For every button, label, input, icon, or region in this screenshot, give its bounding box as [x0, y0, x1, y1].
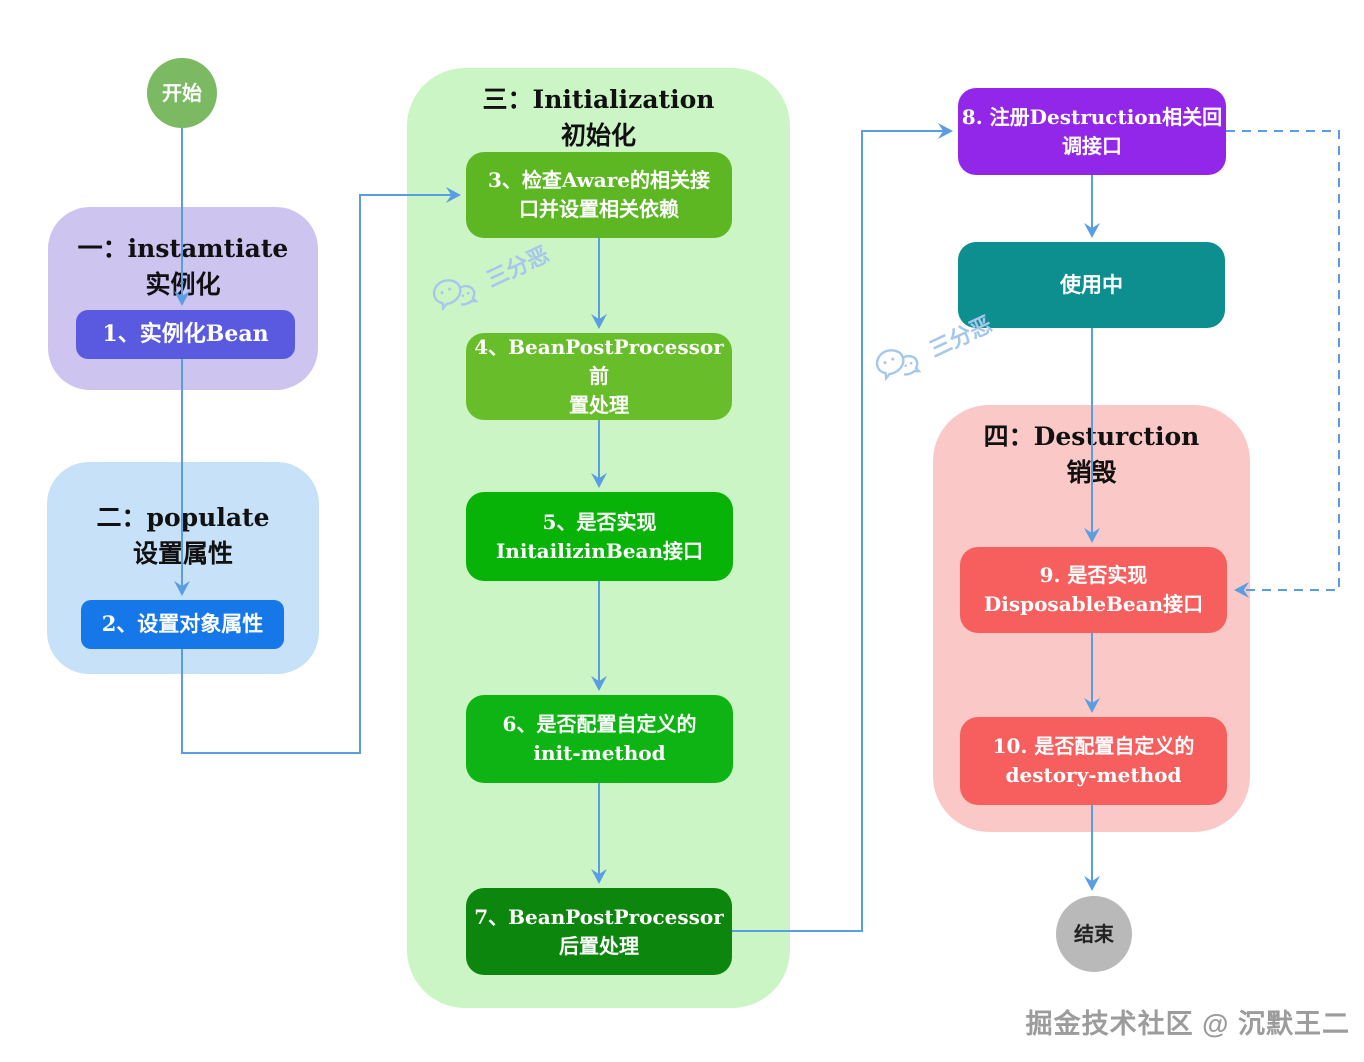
step7-beanpostprocessor-after: 7、BeanPostProcessor 后置处理 [466, 888, 732, 975]
step10-custom-destroy-method: 10. 是否配置自定义的 destory-method [960, 717, 1227, 805]
phase-instantiate-title: 一：instamtiate 实例化 [77, 234, 289, 299]
wechat-icon [875, 349, 922, 382]
in-use-node: 使用中 [958, 242, 1225, 328]
phase-destruction-title: 四：Desturction 销毁 [983, 422, 1200, 487]
step2-set-properties: 2、设置对象属性 [81, 600, 284, 649]
end-node: 结束 [1056, 896, 1132, 972]
watermark-text: 三分恶 [925, 311, 997, 363]
step1-instantiate-bean: 1、实例化Bean [76, 310, 295, 359]
step9-disposablebean-interface: 9. 是否实现 DisposableBean接口 [960, 547, 1227, 633]
step4-beanpostprocessor-before: 4、BeanPostProcessor 前 置处理 [466, 333, 732, 420]
step8-register-destruction-callback: 8. 注册Destruction相关回 调接口 [958, 88, 1226, 175]
watermark-1: 三分恶 [426, 233, 555, 322]
step3-check-aware: 3、检查Aware的相关接 口并设置相关依赖 [466, 152, 732, 238]
wechat-icon [432, 279, 479, 312]
phase-populate-title: 二：populate 设置属性 [96, 503, 270, 568]
phase-instantiate-container: 一：instamtiate 实例化 [48, 207, 318, 390]
step6-custom-init-method: 6、是否配置自定义的 init-method [466, 695, 733, 783]
phase-initialization-title: 三：Initialization 初始化 [482, 85, 715, 150]
credit-text: 掘金技术社区 @ 沉默王二 [1025, 1009, 1350, 1039]
start-node: 开始 [147, 58, 217, 128]
watermark-2: 三分恶 [869, 303, 998, 392]
step5-initializingbean-interface: 5、是否实现 InitailizinBean接口 [466, 492, 733, 581]
